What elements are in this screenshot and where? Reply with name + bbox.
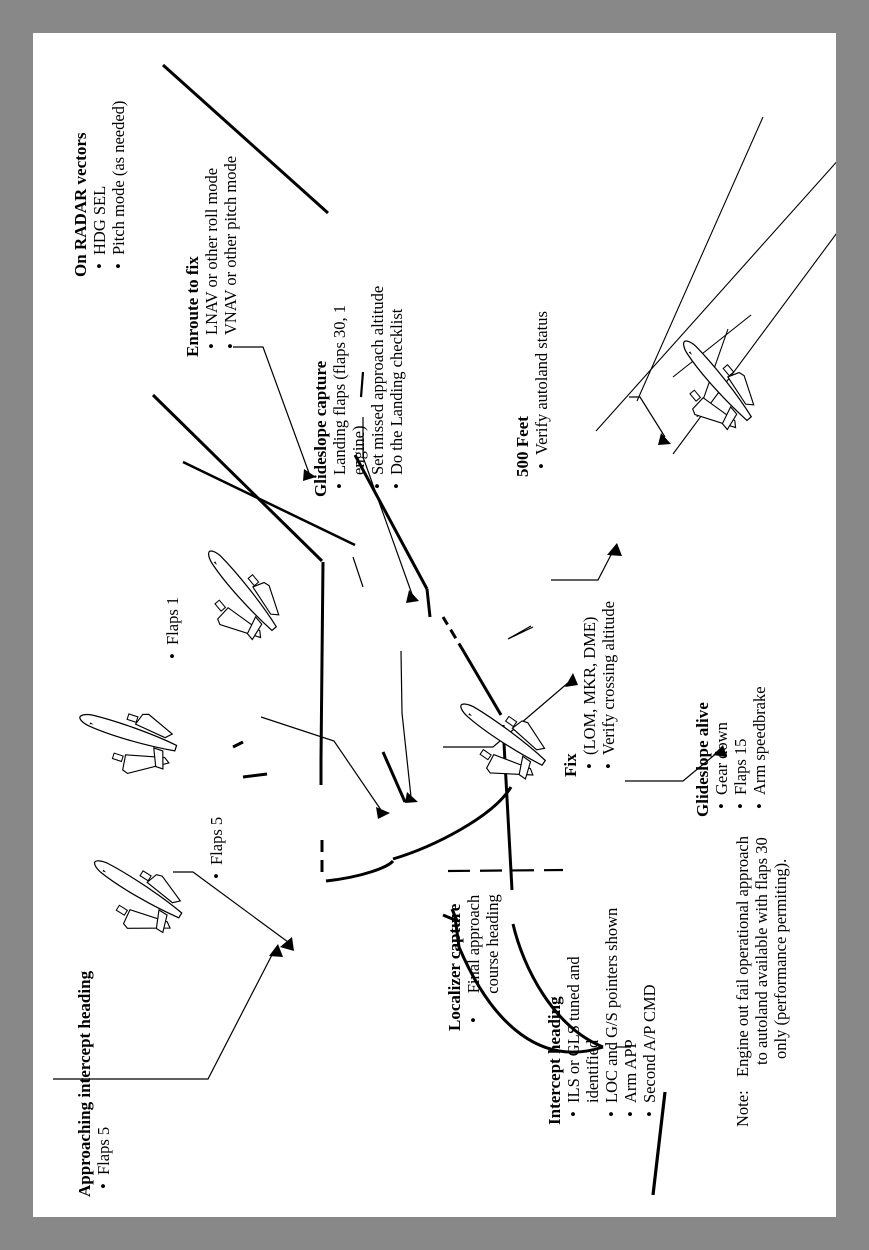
glideslope-alive-title: Glideslope alive — [693, 702, 712, 817]
intercept-item-arm: Arm APP — [621, 908, 640, 1125]
gs-capture-item-checklist: Do the Landing checklist — [387, 275, 406, 497]
fix-title: Fix — [561, 753, 580, 777]
note-block: Note: Engine out fail operational approa… — [733, 797, 803, 1127]
flight-path — [151, 63, 667, 1196]
radar-item-hdg: HDG SEL — [90, 101, 109, 277]
figure-panel: Approaching intercept heading Flaps 5 Fl… — [33, 33, 836, 1217]
localizer-item: Final approach course heading — [464, 879, 502, 1031]
intercept-item-ap: Second A/P CMD — [640, 908, 659, 1125]
flight-path-graphics — [53, 63, 836, 1196]
enroute-item-vnav: VNAV or other pitch mode — [221, 156, 240, 357]
intercept-item-ils: ILS or GLS tuned and identified — [564, 923, 602, 1125]
radar-vectors-title: On RADAR vectors — [71, 132, 90, 277]
runway — [595, 116, 836, 455]
approaching-intercept-title: Approaching intercept heading — [75, 970, 94, 1197]
airplane-icon — [178, 535, 293, 655]
glideslope-capture-title: Glideslope capture — [311, 360, 330, 497]
intercept-heading-title: Intercept heading — [545, 996, 564, 1125]
approaching-intercept-callout: Approaching intercept heading Flaps 5 — [75, 971, 113, 1197]
intercept-item-loc: LOC and G/S pointers shown — [602, 908, 621, 1125]
approach-diagram: Approaching intercept heading Flaps 5 Fl… — [33, 33, 836, 1217]
localizer-capture-title: Localizer capture — [445, 903, 464, 1031]
airplane-icon — [73, 841, 194, 950]
airplane-icon — [67, 693, 184, 786]
intercept-heading-callout: Intercept heading ILS or GLS tuned and i… — [545, 908, 659, 1125]
dashed-segments — [320, 751, 407, 872]
radar-vectors-callout: On RADAR vectors HDG SEL Pitch mode (as … — [71, 101, 128, 277]
radar-item-pitch: Pitch mode (as needed) — [109, 101, 128, 277]
airplane-icon — [653, 325, 768, 445]
feet-500-title: 500 Feet — [513, 416, 532, 477]
note-line-3: only (performance permiting). — [771, 858, 790, 1059]
flaps5-label: Flaps 5 — [207, 817, 226, 887]
approaching-flaps-item: Flaps 5 — [94, 971, 113, 1197]
gs-alive-item-gear: Gear down — [712, 686, 731, 817]
fix-callout: Fix (LOM, MKR, DME) Verify crossing alti… — [561, 601, 618, 777]
note-line-1: Engine out fail operational approach — [733, 836, 752, 1077]
glideslope-capture-callout: Glideslope capture Landing flaps (flaps … — [311, 275, 406, 497]
localizer-capture-callout: Localizer capture Final approach course … — [445, 879, 502, 1031]
gs-capture-item-missed: Set missed approach altitude — [368, 275, 387, 497]
feet-500-callout: 500 Feet Verify autoland status — [513, 311, 551, 477]
enroute-item-lnav: LNAV or other roll mode — [202, 156, 221, 357]
fix-item-verify: Verify crossing altitude — [599, 601, 618, 777]
fix-item-lom: (LOM, MKR, DME) — [580, 601, 599, 777]
enroute-callout: Enroute to fix LNAV or other roll mode V… — [183, 156, 240, 357]
gs-capture-item-flaps: Landing flaps (flaps 30, 1 engine) — [330, 275, 368, 497]
feet-500-item: Verify autoland status — [532, 311, 551, 477]
arrowheads — [269, 433, 727, 957]
flaps1-label: Flaps 1 — [163, 597, 182, 667]
note-label: Note: — [733, 1090, 752, 1127]
airplane-icon — [438, 684, 558, 796]
enroute-title: Enroute to fix — [183, 256, 202, 357]
note-line-2: to autoland available with flaps 30 — [752, 837, 771, 1065]
